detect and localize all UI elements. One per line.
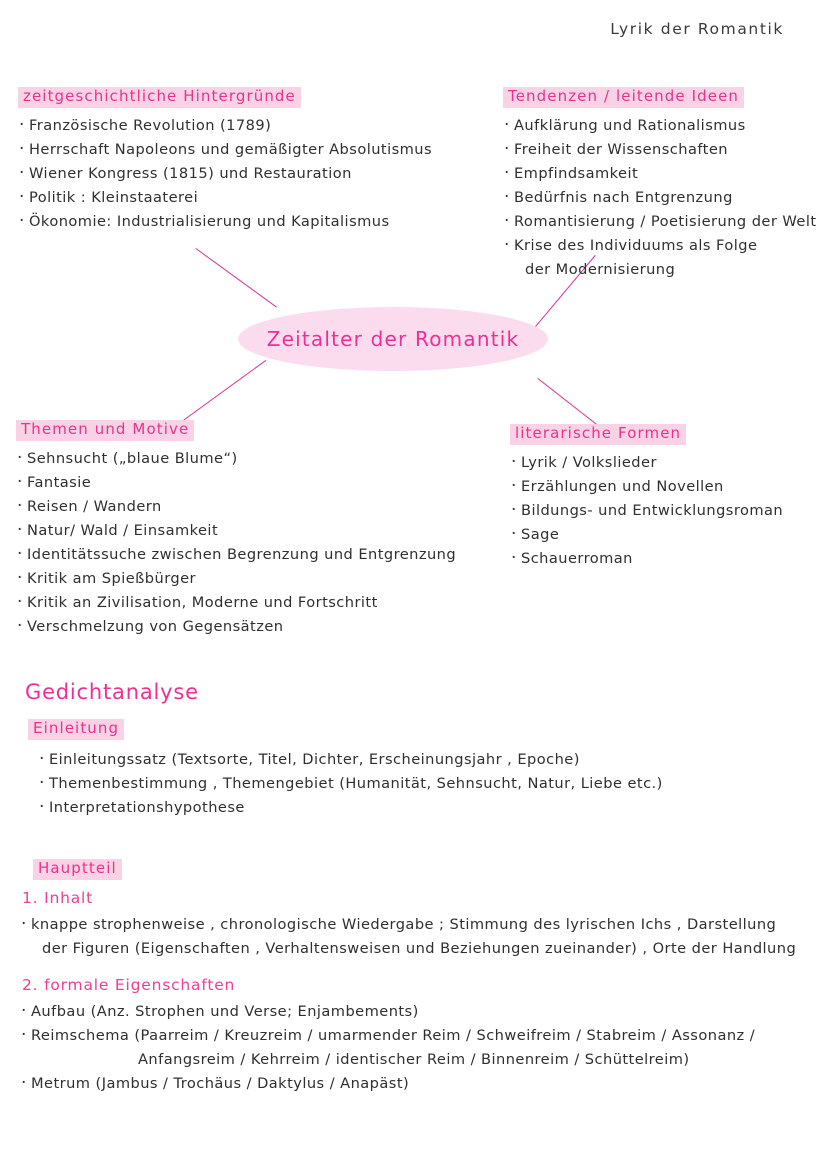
list-item: Empfindsamkeit	[503, 161, 817, 186]
list-item-continuation: der Modernisierung	[525, 260, 676, 278]
section-title-gedichtanalyse: Gedichtanalyse	[25, 680, 199, 704]
list-item: Reisen / Wandern	[16, 494, 456, 519]
list-item: Krise des Individuums als Folge	[503, 233, 817, 258]
block-header-tendenzen-leitende-ideen: Tendenzen / leitende Ideen	[503, 87, 745, 108]
list-item: Einleitungssatz (Textsorte, Titel, Dicht…	[38, 747, 663, 772]
subsection-header-label-einleitung: Einleitung	[28, 719, 125, 740]
subsection-number-title-formale-eigenschaften: 2. formale Eigenschaften	[22, 976, 236, 994]
page-title: Lyrik der Romantik	[610, 20, 784, 38]
list-item: knappe strophenweise , chronologische Wi…	[20, 912, 796, 937]
list-item: Fantasie	[16, 470, 456, 495]
list-item: Schauerroman	[510, 546, 783, 571]
list-item: Politik : Kleinstaaterei	[18, 185, 432, 210]
list-item: Interpretationshypothese	[38, 795, 663, 820]
list-item: Aufklärung und Rationalismus	[503, 113, 817, 138]
center-node-label: Zeitalter der Romantik	[266, 327, 520, 351]
list-item: Romantisierung / Poetisierung der Welt	[503, 209, 817, 234]
list-item: Lyrik / Volkslieder	[510, 450, 783, 475]
list-item: Ökonomie: Industrialisierung und Kapital…	[18, 209, 432, 234]
subsection-header-hauptteil: Hauptteil	[33, 858, 122, 880]
list-item: Französische Revolution (1789)	[18, 113, 432, 138]
list-item: Wiener Kongress (1815) und Restauration	[18, 161, 432, 186]
list-item: Aufbau (Anz. Strophen und Verse; Enjambe…	[20, 999, 755, 1024]
list-item: Bildungs- und Entwicklungsroman	[510, 498, 783, 523]
block-header-literarische-formen: literarische Formen	[510, 424, 687, 445]
list-item: Themenbestimmung , Themengebiet (Humanit…	[38, 771, 663, 796]
bullet-list-themen-und-motive: Sehnsucht („blaue Blume“) Fantasie Reise…	[16, 446, 456, 639]
block-header-zeitgeschichtliche-hintergruende: zeitgeschichtliche Hintergründe	[18, 87, 301, 108]
list-item: Erzählungen und Novellen	[510, 474, 783, 499]
connector-line-bottom-left	[183, 360, 267, 421]
center-node-zeitalter-der-romantik: Zeitalter der Romantik	[238, 307, 548, 371]
list-item-continuation: Anfangsreim / Kehrreim / identischer Rei…	[138, 1051, 690, 1068]
list-item: Bedürfnis nach Entgrenzung	[503, 185, 817, 210]
list-item: Herrschaft Napoleons und gemäßigter Abso…	[18, 137, 432, 162]
block-tendenzen-leitende-ideen: Tendenzen / leitende Ideen Aufklärung un…	[503, 86, 817, 282]
block-header-themen-und-motive: Themen und Motive	[16, 420, 195, 441]
subsection-number-title-inhalt: 1. Inhalt	[22, 889, 94, 907]
bullet-list-inhalt: knappe strophenweise , chronologische Wi…	[20, 912, 797, 961]
bullet-list-formale-eigenschaften: Aufbau (Anz. Strophen und Verse; Enjambe…	[20, 999, 755, 1096]
list-item: Sehnsucht („blaue Blume“)	[16, 446, 456, 471]
list-item-continuation: der Figuren (Eigenschaften , Verhaltensw…	[42, 940, 797, 957]
list-item: Freiheit der Wissenschaften	[503, 137, 817, 162]
block-themen-und-motive: Themen und Motive Sehnsucht („blaue Blum…	[16, 419, 456, 639]
list-item: Verschmelzung von Gegensätzen	[16, 614, 456, 639]
list-item: Natur/ Wald / Einsamkeit	[16, 518, 456, 543]
list-item: Reimschema (Paarreim / Kreuzreim / umarm…	[20, 1023, 755, 1048]
block-zeitgeschichtliche-hintergruende: zeitgeschichtliche Hintergründe Französi…	[18, 86, 432, 234]
list-item: Kritik an Zivilisation, Moderne und Fort…	[16, 590, 456, 615]
subsection-header-einleitung: Einleitung	[28, 718, 125, 740]
connector-line-top-left	[195, 248, 277, 308]
bullet-list-literarische-formen: Lyrik / Volkslieder Erzählungen und Nove…	[510, 450, 783, 571]
list-item: Identitätssuche zwischen Begrenzung und …	[16, 542, 456, 567]
block-literarische-formen: literarische Formen Lyrik / Volkslieder …	[510, 423, 783, 571]
bullet-list-einleitung: Einleitungssatz (Textsorte, Titel, Dicht…	[38, 747, 663, 820]
subsection-header-label-hauptteil: Hauptteil	[33, 859, 122, 880]
bullet-list-zeitgeschichtliche-hintergruende: Französische Revolution (1789) Herrschaf…	[18, 113, 432, 234]
bullet-list-tendenzen-leitende-ideen: Aufklärung und Rationalismus Freiheit de…	[503, 113, 817, 282]
list-item: Sage	[510, 522, 783, 547]
list-item: Metrum (Jambus / Trochäus / Daktylus / A…	[20, 1071, 755, 1096]
list-item: Kritik am Spießbürger	[16, 566, 456, 591]
